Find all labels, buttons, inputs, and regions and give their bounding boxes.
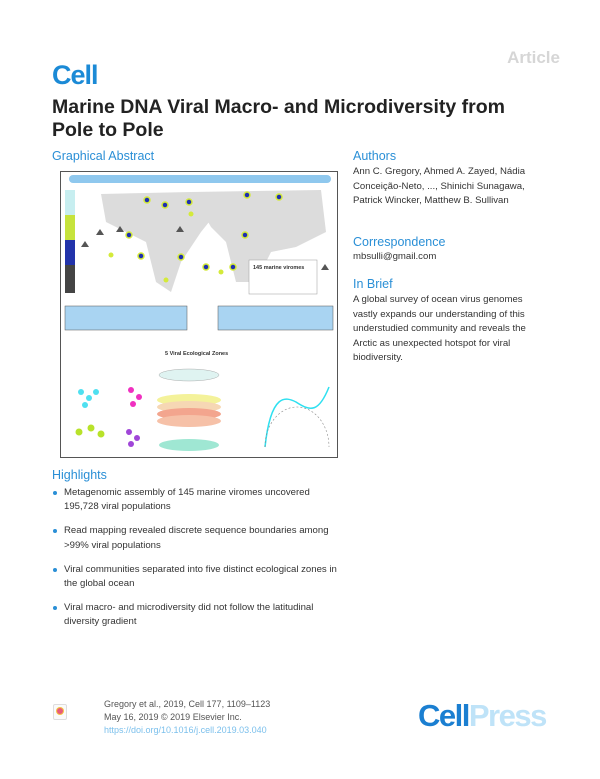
doi-link[interactable]: https://doi.org/10.1016/j.cell.2019.03.0… — [104, 725, 267, 735]
highlight-item: Viral communities separated into five di… — [52, 563, 342, 591]
in-brief-heading: In Brief — [353, 277, 393, 291]
correspondence-email[interactable]: mbsulli@gmail.com — [353, 251, 437, 262]
highlight-item: Viral macro- and microdiversity did not … — [52, 601, 342, 629]
map-americas — [101, 192, 221, 292]
highlight-item: Read mapping revealed discrete sequence … — [52, 524, 342, 552]
highlights-heading: Highlights — [52, 468, 107, 482]
correspondence-heading: Correspondence — [353, 235, 446, 249]
in-brief-text: A global survey of ocean virus genomes v… — [353, 294, 526, 363]
journal-logo: Cell — [52, 60, 99, 90]
paper-title: Marine DNA Viral Macro- and Microdiversi… — [52, 96, 505, 141]
authors-list: Ann C. Gregory, Ahmed A. Zayed, Nádia Co… — [353, 166, 526, 206]
footer-citation-block: Gregory et al., 2019, Cell 177, 1109–112… — [104, 698, 270, 737]
banner — [69, 175, 331, 183]
citation: Gregory et al., 2019, Cell 177, 1109–112… — [104, 699, 271, 709]
highlights-list: Metagenomic assembly of 145 marine virom… — [52, 486, 342, 640]
crossmark-icon[interactable] — [53, 704, 67, 720]
marker-label: 145 marine viromes — [253, 265, 304, 271]
diversity-curve — [264, 386, 330, 448]
graphical-abstract-heading: Graphical Abstract — [52, 149, 155, 163]
highlight-item: Metagenomic assembly of 145 marine virom… — [52, 486, 342, 514]
map-eurasia-africa — [191, 190, 326, 282]
graphical-abstract-figure: 145 marine viromes 5 Viral Ecological Zo… — [60, 171, 338, 458]
article-type-label: Article — [507, 48, 560, 67]
publication-date: May 16, 2019 © 2019 Elsevier Inc. — [104, 712, 242, 722]
cellpress-logo: CellPress — [418, 698, 547, 733]
zones-title: 5 Viral Ecological Zones — [165, 351, 228, 357]
authors-heading: Authors — [353, 149, 397, 163]
